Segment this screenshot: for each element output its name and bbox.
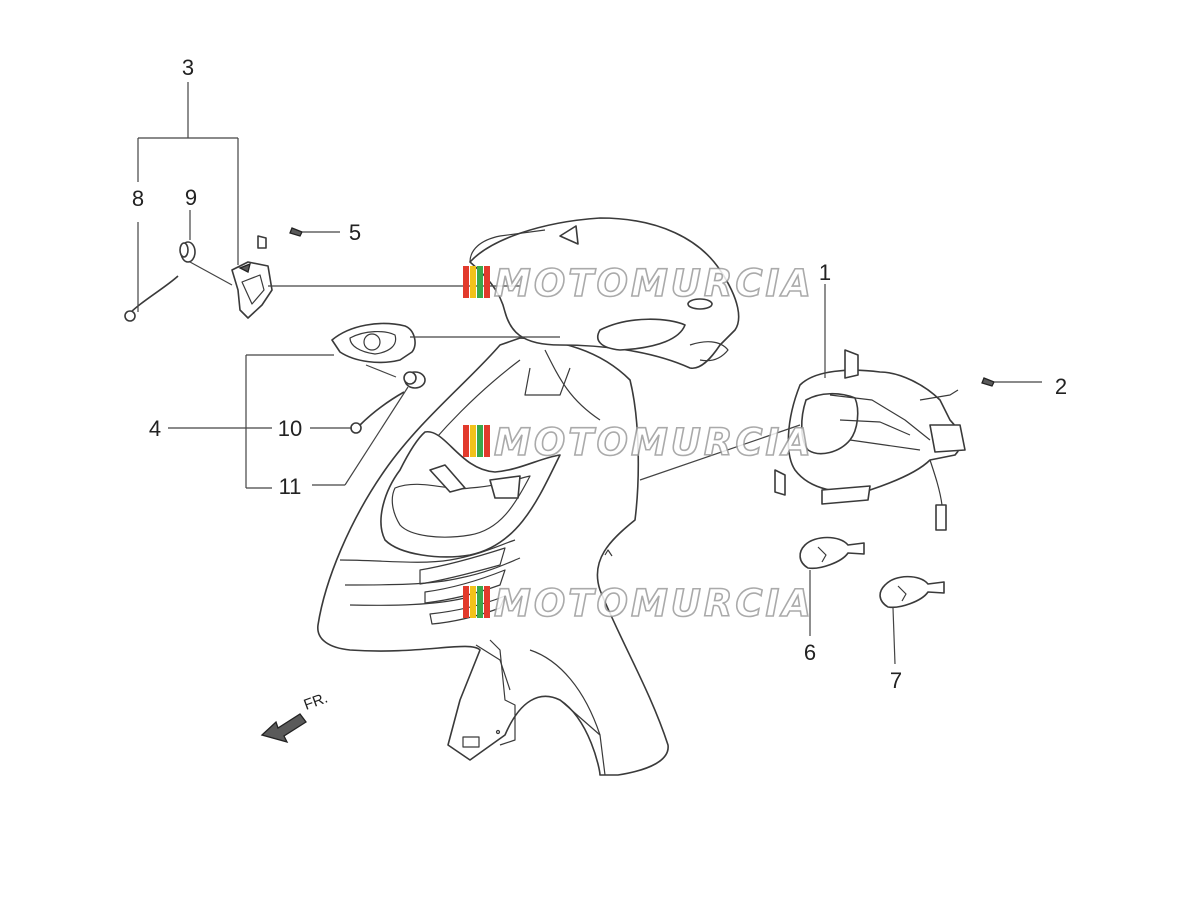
callout-3: 3: [182, 55, 194, 80]
headlight-assembly: [774, 349, 966, 531]
watermark-logo-top: MOTOMURCIA: [494, 262, 814, 305]
callout-2: 2: [1055, 374, 1067, 399]
watermark-logo-middle: MOTOMURCIA: [494, 421, 814, 464]
front-direction-indicator: FR.: [260, 690, 331, 744]
watermark-middle: MOTOMURCIA: [463, 420, 814, 465]
bulb-6: [799, 536, 865, 570]
front-shield-assembly: [317, 217, 740, 776]
turn-indicator-4: [331, 322, 416, 364]
watermark-logo-bottom: MOTOMURCIA: [494, 582, 814, 625]
callout-7: 7: [890, 668, 902, 693]
callout-1: 1: [819, 260, 831, 285]
bulb-9: [179, 241, 196, 263]
watermark-bottom: MOTOMURCIA: [463, 581, 814, 626]
screw-5: [289, 227, 303, 237]
watermark-top: MOTOMURCIA: [463, 261, 814, 306]
leader-lines: [137, 82, 1042, 665]
callout-6: 6: [804, 640, 816, 665]
screw-2: [981, 377, 995, 387]
turn-indicator-3: [231, 235, 273, 319]
callout-8: 8: [132, 186, 144, 211]
bulb-7: [879, 575, 945, 609]
front-arrow-icon: [260, 713, 307, 744]
callout-9: 9: [185, 185, 197, 210]
callout-labels: 3 8 9 5 4 10 11 1 2 6 7: [132, 55, 1067, 693]
callout-11: 11: [279, 474, 302, 499]
callout-5: 5: [349, 220, 361, 245]
callout-10: 10: [278, 416, 302, 441]
bulb-11: [403, 371, 426, 389]
callout-4: 4: [149, 416, 161, 441]
direction-label: FR.: [302, 690, 331, 714]
cable-10: [350, 391, 405, 434]
cable-8: [124, 275, 179, 322]
